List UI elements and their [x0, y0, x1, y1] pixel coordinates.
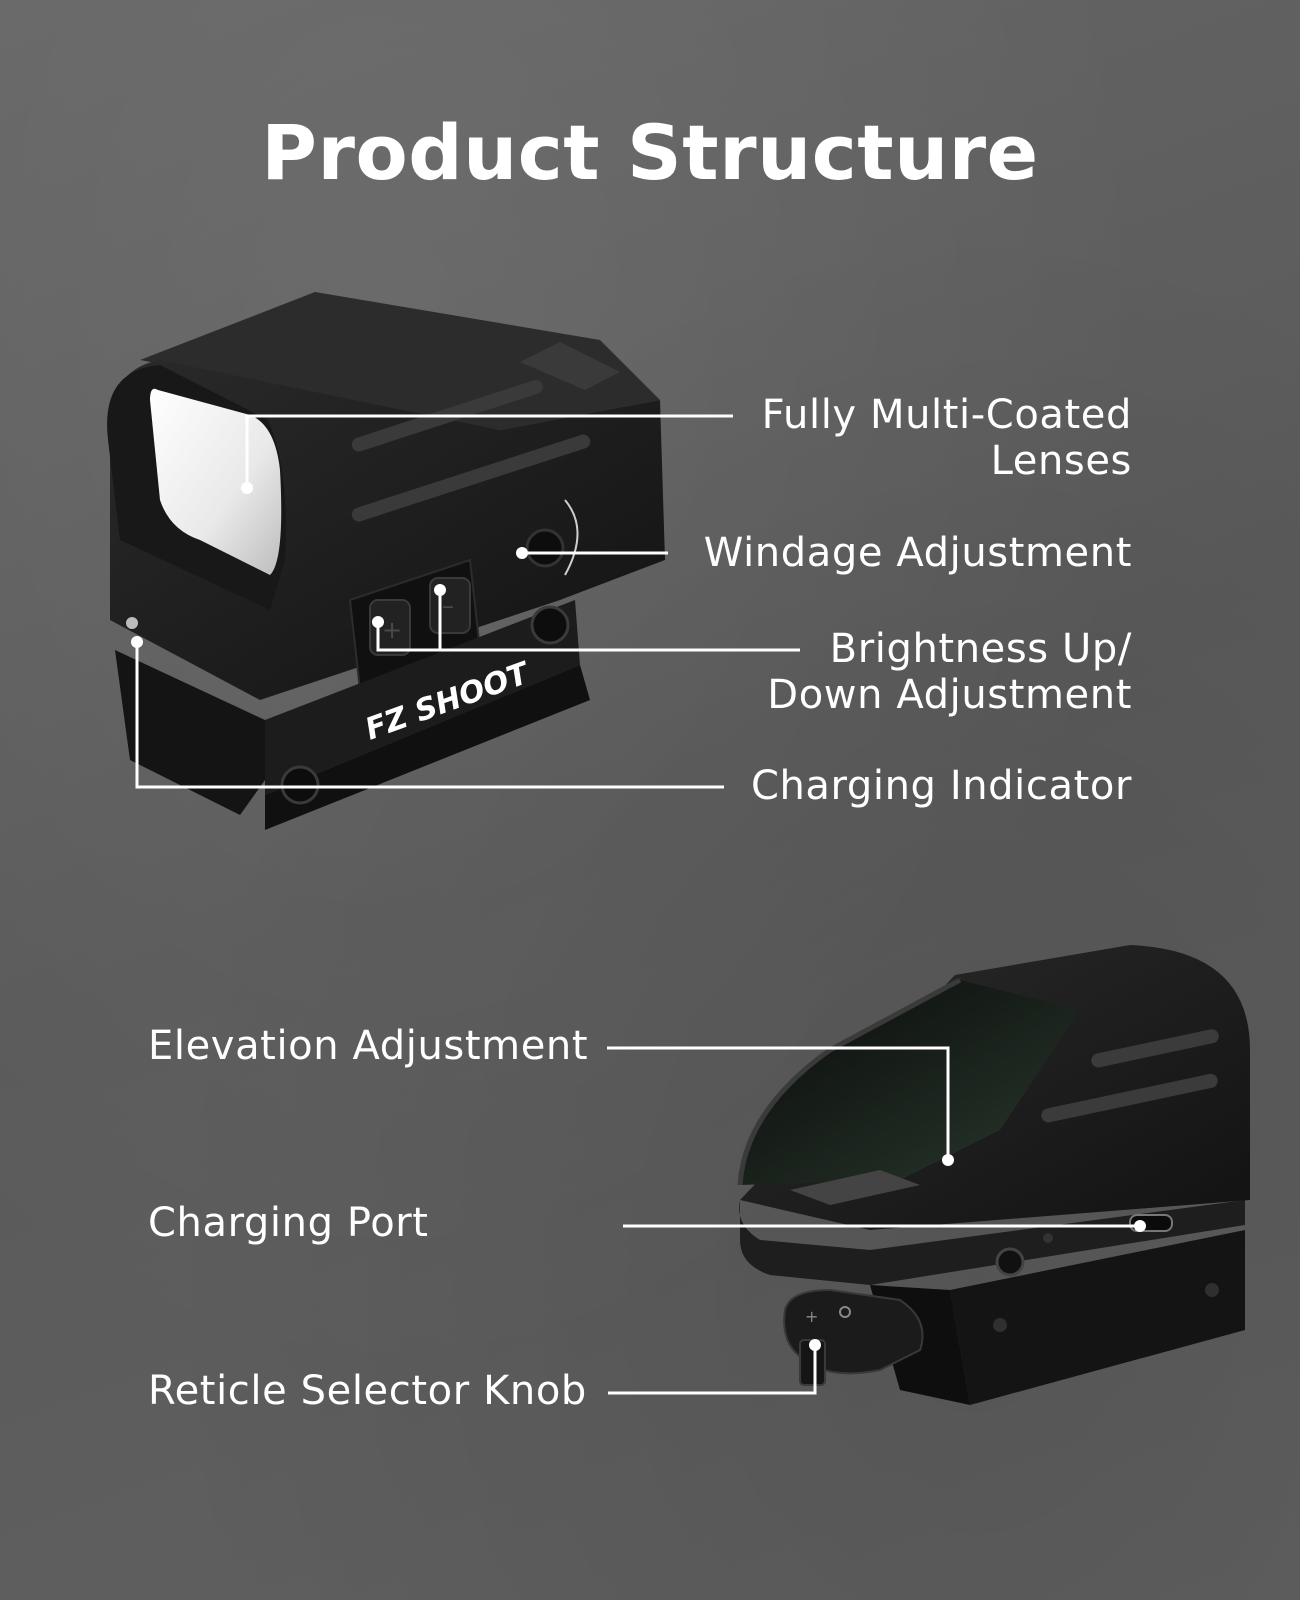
- callout-line-lenses: [245, 414, 733, 488]
- callout-brightness-line2: Down Adjustment: [767, 672, 1132, 718]
- rail-screw-side: [530, 605, 570, 645]
- callout-lenses-line2: Lenses: [990, 438, 1132, 484]
- callout-charging-port: Charging Port: [148, 1200, 429, 1246]
- callout-lenses: Fully Multi-Coated Lenses: [762, 392, 1132, 484]
- callout-line-charging-indicator: [135, 642, 724, 789]
- callout-brightness-line1: Brightness Up/: [829, 626, 1132, 672]
- rail-screw-front: [280, 765, 320, 805]
- callout-line-reticle-knob: [608, 1345, 817, 1395]
- callout-lines: [135, 414, 1140, 1395]
- callout-reticle-knob: Reticle Selector Knob: [148, 1368, 587, 1414]
- callout-dots: [131, 482, 1146, 1351]
- callout-charging-indicator: Charging Indicator: [750, 763, 1132, 809]
- callout-line-brightness: [376, 622, 800, 652]
- callout-line-elevation: [607, 1046, 950, 1160]
- page-title: Product Structure: [261, 108, 1039, 197]
- svg-text:+: +: [382, 616, 402, 644]
- windage-screw: [525, 528, 565, 568]
- charging-indicator-led: [126, 617, 138, 629]
- callout-elevation: Elevation Adjustment: [148, 1023, 589, 1069]
- callout-brightness: Brightness Up/ Down Adjustment: [767, 626, 1132, 718]
- top-sight-illustration: + – FZ SHOOT: [107, 292, 666, 830]
- bottom-sight-illustration: +: [737, 945, 1250, 1405]
- callout-windage: Windage Adjustment: [703, 530, 1132, 576]
- svg-text:+: +: [805, 1307, 818, 1326]
- callout-lenses-line1: Fully Multi-Coated: [761, 392, 1132, 438]
- svg-text:–: –: [442, 592, 454, 620]
- brightness-up-button: [369, 599, 411, 656]
